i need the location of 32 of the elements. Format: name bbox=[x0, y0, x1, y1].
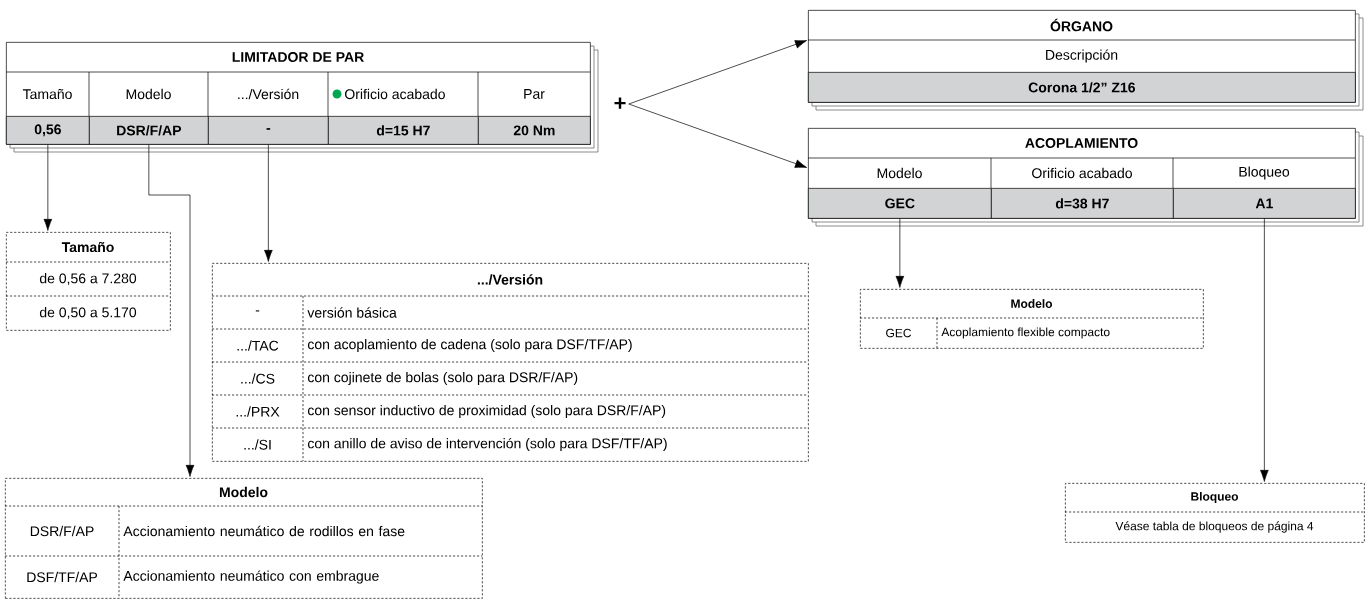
arrow bbox=[43, 144, 53, 231]
arrow bbox=[1260, 218, 1269, 482]
table-heading: .../Versión bbox=[477, 274, 543, 285]
description-text: con sensor inductivo de proximidad (solo para DSR/F/AP) bbox=[307, 405, 666, 419]
code-text: DSR/F/AP bbox=[30, 525, 94, 537]
table-heading: Modelo bbox=[1011, 299, 1053, 308]
description-text: con anillo de aviso de intervención (solo para DSF/TF/AP) bbox=[307, 437, 667, 452]
code-text: .../SI bbox=[244, 439, 271, 450]
description-text: de 0,56 a 7.280 bbox=[39, 273, 137, 285]
description-text: Véase tabla de bloqueos de página 4 bbox=[1115, 521, 1314, 533]
arrow bbox=[895, 218, 905, 288]
code-text: GEC bbox=[886, 328, 912, 338]
code-text: - bbox=[255, 310, 260, 312]
code-text: .../CS bbox=[241, 373, 275, 384]
description-text: de 0,50 a 5.170 bbox=[39, 307, 137, 319]
code-text: DSF/TF/AP bbox=[27, 571, 98, 583]
description-text: con acoplamiento de cadena (solo para DSF/TF/AP) bbox=[307, 339, 632, 353]
arrow bbox=[628, 103, 807, 168]
table-heading: Bloqueo bbox=[1191, 491, 1239, 504]
description-text: Acoplamiento flexible compacto bbox=[941, 327, 1110, 339]
code-text: .../PRX bbox=[236, 406, 280, 417]
arrow bbox=[628, 40, 807, 105]
table-heading: Modelo bbox=[219, 486, 268, 498]
description-text: versión básica bbox=[307, 307, 397, 318]
arrow bbox=[264, 144, 273, 262]
description-text: Accionamiento neumático con embrague bbox=[123, 570, 379, 584]
code-text: .../TAC bbox=[237, 340, 279, 351]
description-text: con cojinete de bolas (solo para DSR/F/AP) bbox=[307, 372, 578, 386]
description-text: Accionamiento neumático de rodillos en fase bbox=[123, 525, 405, 537]
plus-sign: + bbox=[614, 97, 626, 109]
arrow bbox=[148, 144, 195, 477]
table-heading: Tamaño bbox=[61, 241, 114, 253]
